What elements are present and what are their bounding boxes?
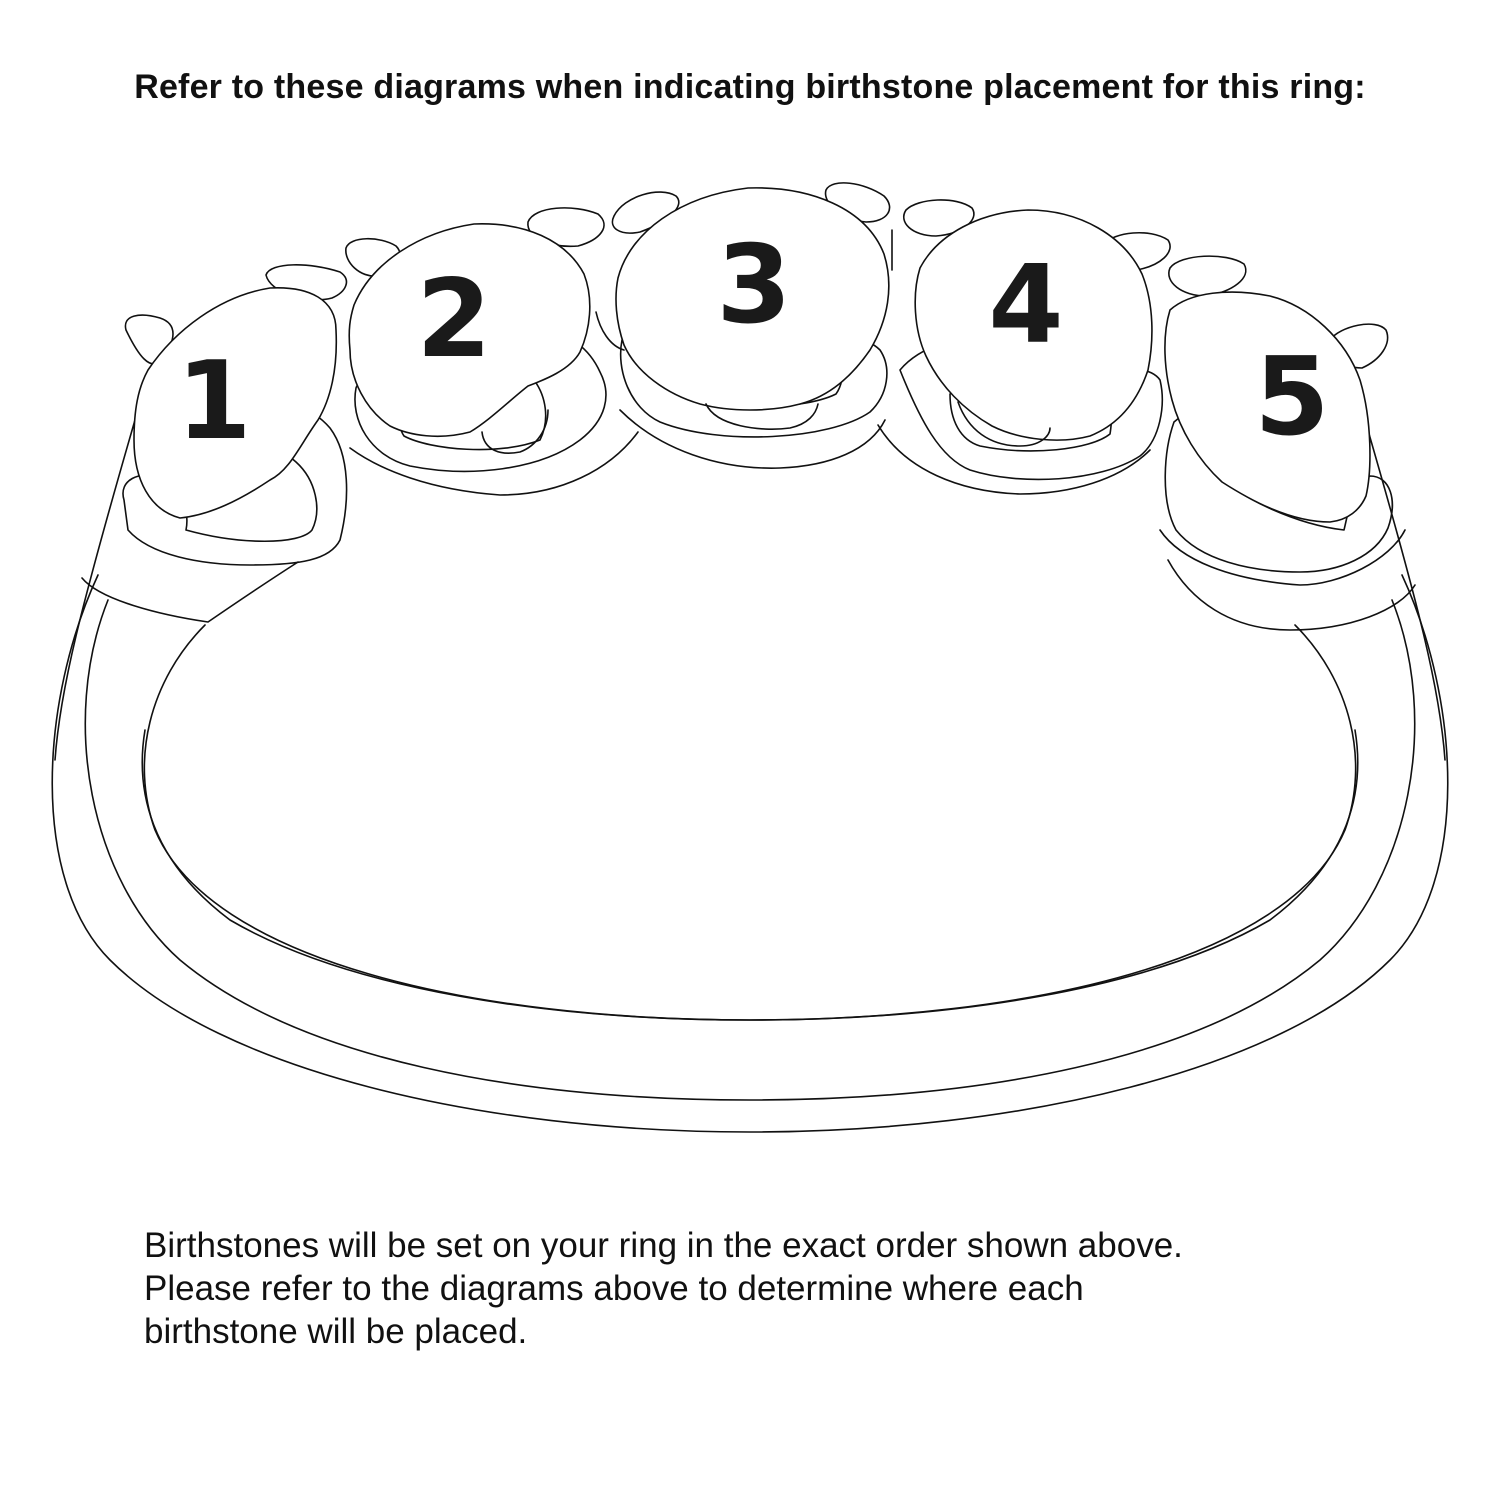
pavilion-detail <box>705 403 819 430</box>
band-inner-rim <box>141 729 1359 1021</box>
gallery-base-center <box>619 409 886 469</box>
ring-band <box>51 419 1449 1133</box>
band-outer-edge <box>51 574 1449 1133</box>
stone-number-4: 4 <box>988 243 1063 368</box>
stone-1 <box>133 287 338 519</box>
note-line-3: birthstone will be placed. <box>144 1312 528 1351</box>
stone-4 <box>914 209 1153 441</box>
stone-details <box>481 229 1051 454</box>
stone-number-1: 1 <box>176 339 251 464</box>
gallery-base-middle-right <box>877 424 1151 495</box>
stone-number-3: 3 <box>716 223 791 348</box>
note-line-1: Birthstones will be set on your ring in … <box>144 1226 1183 1265</box>
prong <box>1168 255 1247 297</box>
page-heading: Refer to these diagrams when indicating … <box>134 68 1366 106</box>
stone-number-2: 2 <box>416 257 491 382</box>
pavilion-detail <box>957 401 1051 447</box>
stone-number-5: 5 <box>1254 335 1329 460</box>
prong <box>124 314 174 365</box>
band-inner-edge <box>143 624 1357 1021</box>
pavilion-detail <box>595 311 625 351</box>
gallery-base-middle-left <box>349 431 639 496</box>
pavilion-detail <box>481 409 549 454</box>
gallery-base-left <box>81 561 299 623</box>
gallery-side-right <box>1167 559 1416 631</box>
stone-3 <box>615 187 890 411</box>
stone-2 <box>348 223 591 438</box>
band-shoulder-right <box>1364 419 1446 761</box>
stones <box>133 187 1371 523</box>
stone-numbers: 1 2 3 4 5 <box>176 223 1329 464</box>
gallery <box>81 409 1416 631</box>
band-lower-edge <box>84 599 1416 1101</box>
gallery-base-right <box>1159 529 1406 586</box>
note-line-2: Please refer to the diagrams above to de… <box>144 1269 1084 1308</box>
stone-5 <box>1164 291 1371 523</box>
band-shoulder-left <box>54 419 136 761</box>
placement-note: Birthstones will be set on your ring in … <box>144 1224 1404 1353</box>
